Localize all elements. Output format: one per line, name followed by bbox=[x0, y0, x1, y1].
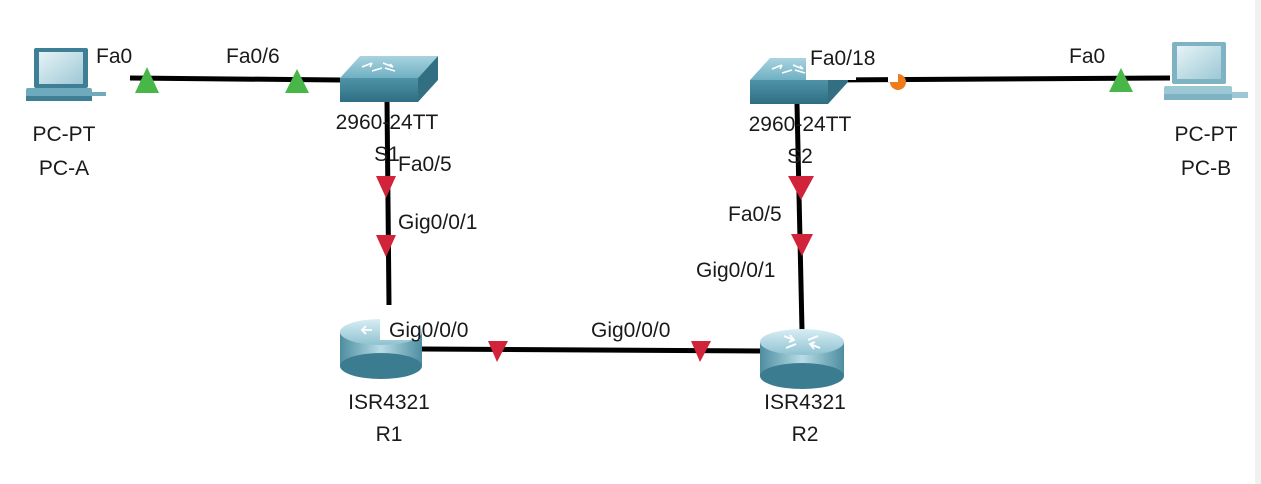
link-pca-s1[interactable] bbox=[129, 75, 341, 83]
link-status-up-icon bbox=[285, 69, 309, 93]
router-r2-name-label: R2 bbox=[791, 423, 819, 446]
switch-s1-model-label: 2960-24TT bbox=[335, 111, 439, 134]
port-label-s2-fa0-18: Fa0/18 bbox=[810, 47, 876, 70]
link-status-down-icon bbox=[791, 234, 813, 256]
link-status-down-icon bbox=[376, 235, 396, 257]
port-label-r1-gig0-0-0: Gig0/0/0 bbox=[389, 319, 469, 342]
port-label-s1-fa0-6: Fa0/6 bbox=[226, 45, 280, 68]
link-status-up-icon bbox=[1109, 68, 1133, 92]
port-label-r2-gig0-0-1: Gig0/0/1 bbox=[696, 259, 776, 282]
port-label-r2-gig0-0-0: Gig0/0/0 bbox=[591, 319, 671, 342]
link-status-down-icon bbox=[691, 341, 711, 362]
link-status-up-icon bbox=[135, 67, 159, 93]
link-status-down-icon bbox=[376, 176, 396, 198]
port-label-pca-fa0: Fa0 bbox=[96, 45, 133, 68]
switch-s2-name-label: S2 bbox=[787, 145, 813, 168]
port-label-pcb-fa0: Fa0 bbox=[1069, 45, 1106, 68]
switch-s2-model-label: 2960-24TT bbox=[748, 113, 852, 136]
switch-s2-icon[interactable] bbox=[750, 56, 856, 104]
pc-b-icon[interactable] bbox=[1164, 42, 1248, 100]
link-status-down-icon bbox=[788, 176, 814, 200]
pc-a-model-label: PC-PT bbox=[32, 123, 96, 146]
link-s2-pcb[interactable] bbox=[829, 75, 1171, 83]
link-s2-r2[interactable] bbox=[794, 103, 805, 331]
port-label-s2-fa0-5: Fa0/5 bbox=[728, 203, 782, 226]
port-label-s1-fa0-5: Fa0/5 bbox=[398, 153, 452, 176]
link-r1-r2[interactable] bbox=[421, 346, 763, 354]
router-r2-icon[interactable] bbox=[760, 329, 844, 389]
pc-b-model-label: PC-PT bbox=[1174, 123, 1238, 146]
router-r1-icon[interactable] bbox=[340, 318, 422, 379]
router-r1-name-label: R1 bbox=[375, 423, 403, 446]
switch-s1-name-label: S1 bbox=[374, 143, 400, 166]
canvas-edge bbox=[1255, 0, 1261, 484]
pc-a-icon[interactable] bbox=[26, 48, 106, 101]
pc-a-name-label: PC-A bbox=[38, 157, 90, 180]
router-r1-model-label: ISR4321 bbox=[348, 391, 430, 414]
switch-s1-icon[interactable] bbox=[340, 56, 438, 102]
router-r2-model-label: ISR4321 bbox=[764, 391, 846, 414]
link-status-down-icon bbox=[488, 341, 508, 362]
port-label-r1-gig0-0-1: Gig0/0/1 bbox=[398, 211, 478, 234]
link-s1-r1[interactable] bbox=[384, 99, 392, 306]
pc-b-name-label: PC-B bbox=[1180, 157, 1232, 180]
